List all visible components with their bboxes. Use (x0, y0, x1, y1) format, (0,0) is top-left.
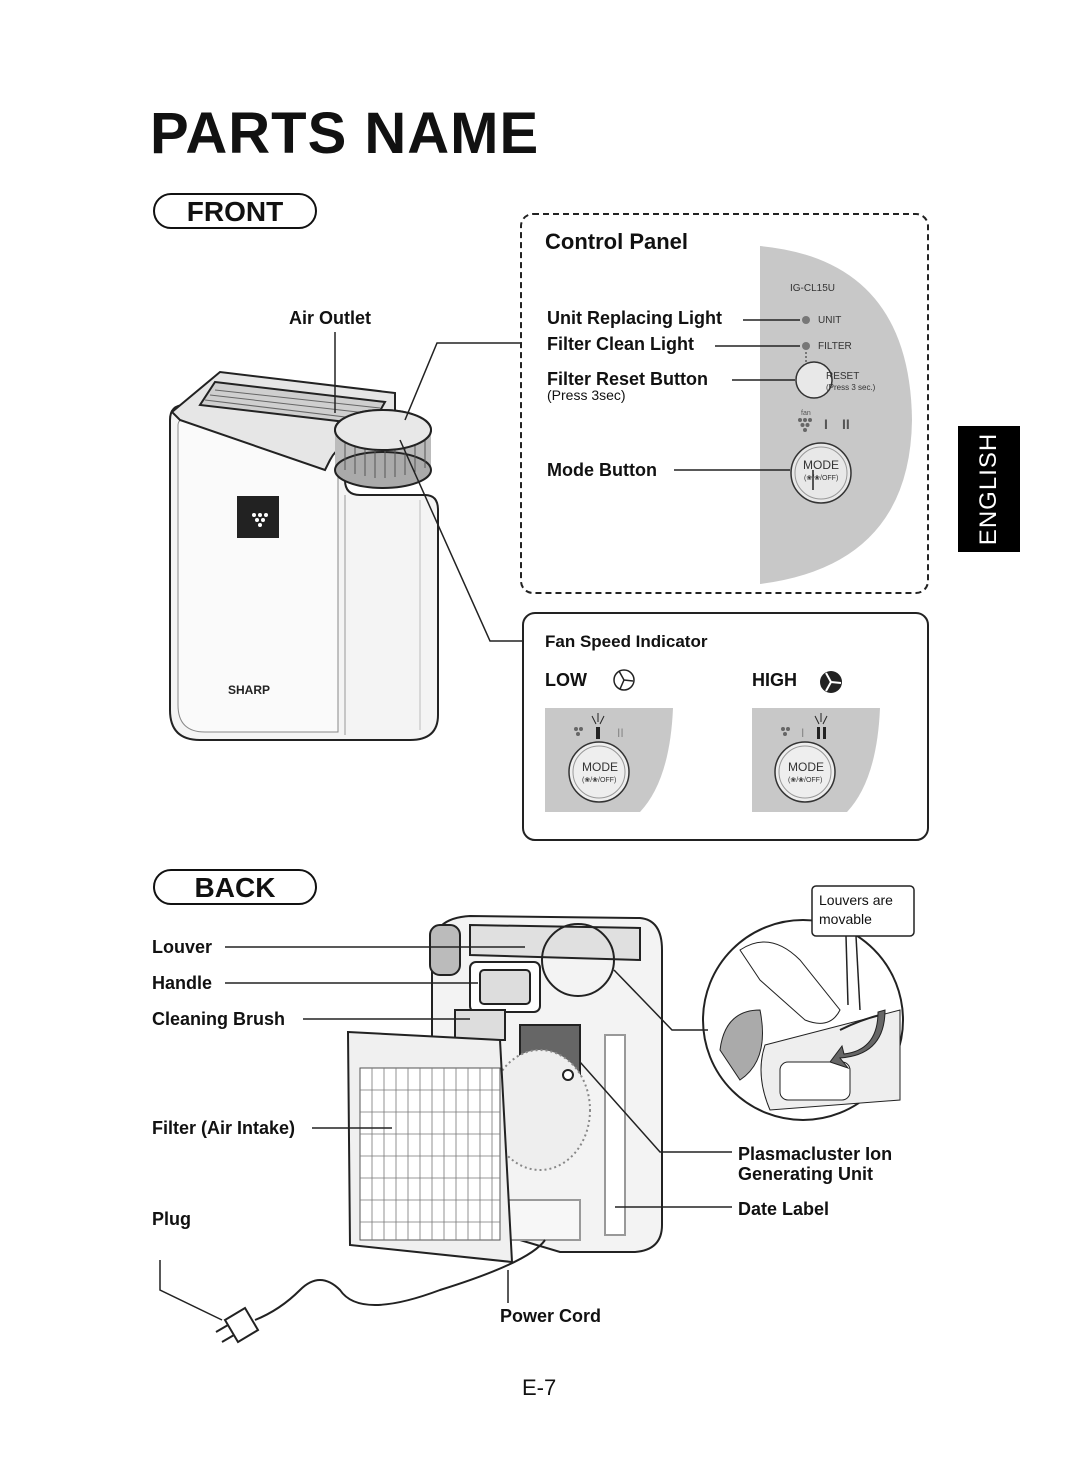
filter-clean-light-label: Filter Clean Light (547, 334, 695, 354)
plug-label: Plug (152, 1209, 191, 1229)
svg-text:I: I (801, 726, 804, 740)
language-tab: ENGLISH (958, 426, 1020, 552)
fan-speed-high-label: HIGH (752, 670, 797, 690)
filter-reset-button-label: Filter Reset Button (547, 369, 709, 389)
high-mode-text: MODE (788, 760, 824, 774)
panel-mode-subtext: (❀/❀/OFF) (804, 475, 839, 482)
air-purifier-front-illustration (169, 370, 439, 741)
louver-detail-illustration (702, 919, 904, 1121)
date-label-label: Date Label (738, 1199, 830, 1219)
air-outlet-label: Air Outlet (289, 308, 372, 328)
filter-air-intake-label: Filter (Air Intake) (152, 1118, 296, 1138)
mode-button-label: Mode Button (547, 460, 657, 480)
panel-speed-low: I (824, 416, 828, 432)
panel-unit-text: UNIT (818, 315, 842, 326)
panel-speed-high: II (842, 416, 850, 432)
fan-speed-title: Fan Speed Indicator (545, 632, 708, 651)
plasmacluster-label-line1: Plasmacluster Ion (738, 1144, 893, 1164)
svg-text:II: II (617, 726, 624, 740)
louvers-note-line2: movable (819, 911, 872, 927)
louver-label: Louver (152, 937, 213, 957)
high-mode-subtext: (❀/❀/OFF) (788, 777, 823, 784)
panel-mode-text: MODE (803, 458, 839, 472)
panel-ion-text: fan (801, 410, 811, 417)
fan-speed-box (522, 612, 929, 841)
model-number: IG-CL15U (790, 283, 836, 294)
low-mode-text: MODE (582, 760, 618, 774)
air-purifier-back-illustration (346, 914, 663, 1264)
cleaning-brush-label: Cleaning Brush (152, 1009, 286, 1029)
front-heading: FRONT (153, 193, 317, 229)
low-fan-icon (613, 669, 635, 691)
filter-reset-note: (Press 3sec) (547, 387, 626, 403)
unit-logo: SHARP (228, 683, 270, 697)
low-speed-panel: II (545, 708, 673, 812)
high-fan-icon (820, 671, 842, 693)
fan-speed-low-label: LOW (545, 670, 587, 690)
louvers-note-box (811, 885, 915, 937)
low-mode-subtext: (❀/❀/OFF) (582, 777, 617, 784)
panel-reset-note: (Press 3 sec.) (826, 383, 876, 392)
control-panel-box (520, 213, 929, 594)
louvers-note-line1: Louvers are (819, 892, 893, 908)
panel-filter-text: FILTER (818, 341, 852, 352)
power-cord-line (254, 1239, 546, 1321)
plug-icon (215, 1306, 260, 1344)
back-heading: BACK (153, 869, 317, 905)
handle-label: Handle (152, 973, 213, 993)
high-speed-panel: I (752, 708, 880, 812)
control-panel-face (760, 246, 912, 584)
page-title: PARTS NAME (150, 101, 540, 166)
panel-reset-text: RESET (826, 371, 860, 382)
power-cord-label: Power Cord (500, 1306, 602, 1326)
unit-replacing-light-label: Unit Replacing Light (547, 308, 722, 328)
filter-grid (360, 1068, 500, 1240)
page-number: E-7 (522, 1375, 557, 1400)
plasmacluster-label-line2: Generating Unit (738, 1164, 874, 1184)
control-panel-title: Control Panel (545, 229, 689, 254)
